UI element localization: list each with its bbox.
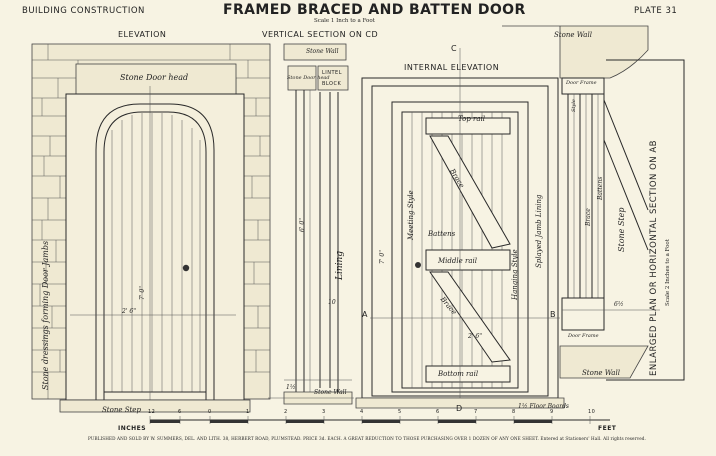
label-stone-dressings: Stone dressings forming Door Jambs bbox=[41, 240, 50, 390]
dim-internal-width: 2' 6" bbox=[468, 333, 482, 340]
scale-tick-label: 6 bbox=[436, 409, 440, 415]
scale-tick-label: 0 bbox=[208, 409, 212, 415]
scale-tick-label: 10 bbox=[588, 409, 596, 415]
scale-tick-label: 5 bbox=[398, 409, 402, 415]
scale-tick-label: 2 bbox=[284, 409, 288, 415]
label-stone-door-head-section: Stone Door head bbox=[287, 75, 330, 81]
plan-scale: Scale 2 Inches to a Foot bbox=[665, 239, 671, 306]
internal-elevation-drawing bbox=[355, 48, 565, 409]
scale-tick-label: 6 bbox=[178, 409, 182, 415]
label-top-rail: Top rail bbox=[458, 115, 486, 123]
scale-tick-label: 12 bbox=[148, 409, 156, 415]
label-stone-wall-plan-bottom: Stone Wall bbox=[582, 369, 620, 377]
vertical-section-title: VERTICAL SECTION ON CD bbox=[262, 30, 379, 39]
elevation-title: ELEVATION bbox=[118, 30, 167, 39]
plate-number: PLATE 31 bbox=[634, 6, 678, 16]
label-block: BLOCK bbox=[322, 81, 342, 87]
scale-bar-inches: INCHES bbox=[118, 425, 147, 432]
point-b-label: B bbox=[550, 310, 556, 319]
label-stone-door-head: Stone Door head bbox=[120, 73, 189, 82]
label-brace-plan: Brace bbox=[585, 208, 592, 226]
point-a-label: A bbox=[362, 310, 368, 319]
scale-tick-label: 7 bbox=[474, 409, 478, 415]
vertical-section-drawing bbox=[268, 43, 354, 405]
scale-bar-feet: FEET bbox=[598, 425, 617, 432]
label-stone-wall-section: Stone Wall bbox=[306, 48, 339, 55]
dim-plan: 6½ bbox=[614, 301, 624, 308]
label-battens: Battens bbox=[428, 230, 456, 238]
scale-tick-label: 8 bbox=[512, 409, 516, 415]
label-stone-wall-plan-top: Stone Wall bbox=[554, 31, 592, 39]
label-middle-rail: Middle rail bbox=[438, 257, 477, 265]
scale-tick-label: 4 bbox=[360, 409, 364, 415]
dim-section-height: 6' 0" bbox=[299, 218, 306, 232]
label-floor-boards: 1½ Floor Boards bbox=[518, 403, 570, 410]
dim-section-1: 1½ bbox=[286, 384, 296, 391]
point-d-label: D bbox=[456, 404, 463, 413]
series-title: BUILDING CONSTRUCTION bbox=[22, 6, 145, 16]
label-door-frame-bottom: Door Frame bbox=[568, 333, 599, 339]
publisher-footer: PUBLISHED AND SOLD BY W. SUMMERS, DEL. A… bbox=[88, 436, 646, 441]
label-stone-wall-lower: Stone Wall bbox=[314, 389, 347, 396]
scale-tick-label: 9 bbox=[550, 409, 554, 415]
dim-section-base: 10 bbox=[328, 299, 336, 306]
scale-tick-label: 1 bbox=[246, 409, 250, 415]
scale-tick-label: 3 bbox=[322, 409, 326, 415]
label-hanging-style: Hanging Style bbox=[511, 249, 519, 300]
label-style: Style bbox=[571, 99, 577, 112]
label-lining: Lining bbox=[335, 250, 345, 280]
plan-section-title: ENLARGED PLAN OR HORIZONTAL SECTION ON A… bbox=[649, 139, 659, 376]
internal-elevation-title: INTERNAL ELEVATION bbox=[404, 63, 500, 72]
label-lintel: LINTEL bbox=[322, 70, 342, 76]
label-stone-step-left: Stone Step bbox=[102, 406, 141, 414]
plan-section-drawing bbox=[502, 25, 685, 381]
scale-bar-drawing bbox=[149, 416, 610, 424]
dim-elevation-width: 2' 6" bbox=[122, 308, 136, 315]
point-c-label: C bbox=[451, 44, 458, 53]
label-stone-step-plan: Stone Step bbox=[617, 207, 626, 253]
plate-scale: Scale 1 Inch to a Foot bbox=[314, 18, 375, 24]
plate-title: FRAMED BRACED AND BATTEN DOOR bbox=[223, 2, 526, 18]
label-battens-plan: Battens bbox=[597, 176, 604, 200]
label-meeting-style: Meeting Style bbox=[407, 190, 415, 240]
dim-internal-height: 7' 0" bbox=[379, 250, 386, 264]
label-splayed-jamb-lining: Splayed Jamb Lining bbox=[535, 194, 543, 268]
dim-elevation-height: 7' 0" bbox=[139, 286, 146, 300]
label-door-frame-top: Door Frame bbox=[566, 80, 597, 86]
label-bottom-rail: Bottom rail bbox=[438, 370, 479, 378]
